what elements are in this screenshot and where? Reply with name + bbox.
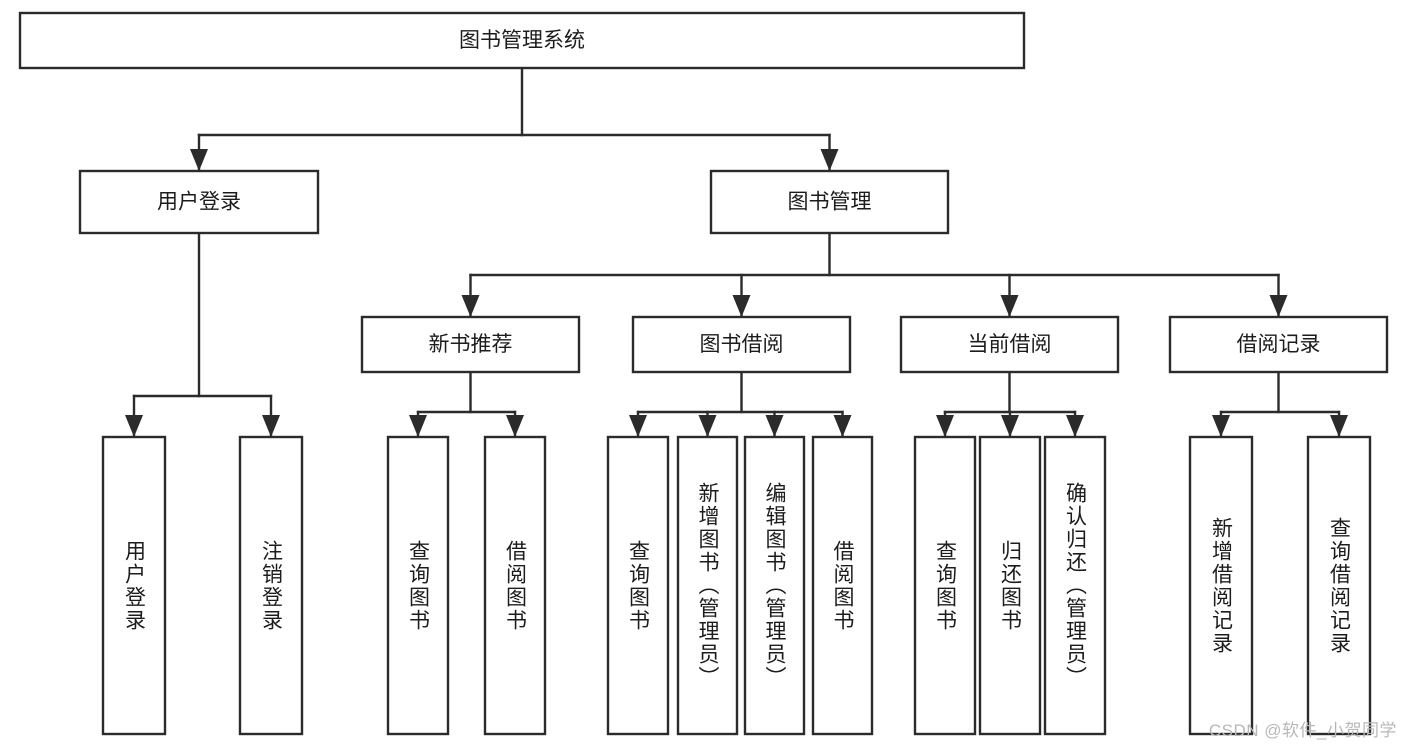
node-借阅记录[interactable] — [1168, 315, 1389, 374]
node-图书管理系统[interactable] — [18, 11, 1026, 70]
arrow-head-icon — [125, 415, 143, 437]
arrow-head-icon — [698, 415, 717, 437]
node-查询图书[interactable] — [913, 435, 977, 736]
arrow-head-icon — [820, 149, 839, 171]
node-用户登录[interactable] — [78, 169, 320, 235]
node-注销登录[interactable] — [238, 435, 304, 736]
arrow-head-icon — [1330, 415, 1348, 437]
arrow-head-icon — [765, 415, 784, 437]
node-图书管理-label: 图书管理 — [788, 191, 872, 214]
node-用户登录-label: 用户登录 — [157, 191, 241, 214]
arrow-head-icon — [833, 415, 852, 437]
node-新书推荐-label: 新书推荐 — [429, 333, 513, 356]
arrow-head-icon — [936, 415, 954, 437]
node-用户登录[interactable] — [101, 435, 167, 736]
node-图书借阅[interactable] — [631, 315, 852, 374]
node-图书借阅-label: 图书借阅 — [700, 333, 784, 356]
arrow-head-icon — [1269, 295, 1288, 317]
arrow-head-icon — [1001, 415, 1019, 437]
arrow-head-icon — [732, 295, 751, 317]
arrow-head-icon — [190, 149, 208, 171]
arrow-head-icon — [409, 415, 427, 437]
arrow-head-icon — [262, 415, 280, 437]
node-查询借阅记录[interactable] — [1306, 435, 1372, 736]
arrow-head-icon — [1066, 415, 1084, 437]
node-当前借阅-label: 当前借阅 — [968, 333, 1052, 356]
node-借阅图书[interactable] — [811, 435, 874, 736]
node-当前借阅[interactable] — [899, 315, 1120, 374]
arrow-head-icon — [1000, 295, 1019, 317]
node-box-layer — [18, 11, 1389, 736]
node-归还图书[interactable] — [978, 435, 1042, 736]
node-图书管理系统-label: 图书管理系统 — [459, 29, 585, 52]
connector-layer — [125, 66, 1348, 439]
node-新增借阅记录[interactable] — [1188, 435, 1254, 736]
arrow-head-icon — [629, 415, 647, 437]
node-编辑图书管理员[interactable] — [743, 435, 806, 736]
node-图书管理[interactable] — [709, 169, 950, 235]
arrow-head-icon — [1212, 415, 1230, 437]
arrow-head-icon — [461, 295, 480, 317]
node-查询图书[interactable] — [386, 435, 450, 736]
node-确认归还管理员[interactable] — [1043, 435, 1107, 736]
node-新书推荐[interactable] — [360, 315, 581, 374]
arrow-head-icon — [506, 415, 524, 437]
node-借阅图书[interactable] — [483, 435, 547, 736]
node-新增图书管理员[interactable] — [676, 435, 739, 736]
node-查询图书[interactable] — [606, 435, 670, 736]
node-借阅记录-label: 借阅记录 — [1237, 333, 1321, 356]
